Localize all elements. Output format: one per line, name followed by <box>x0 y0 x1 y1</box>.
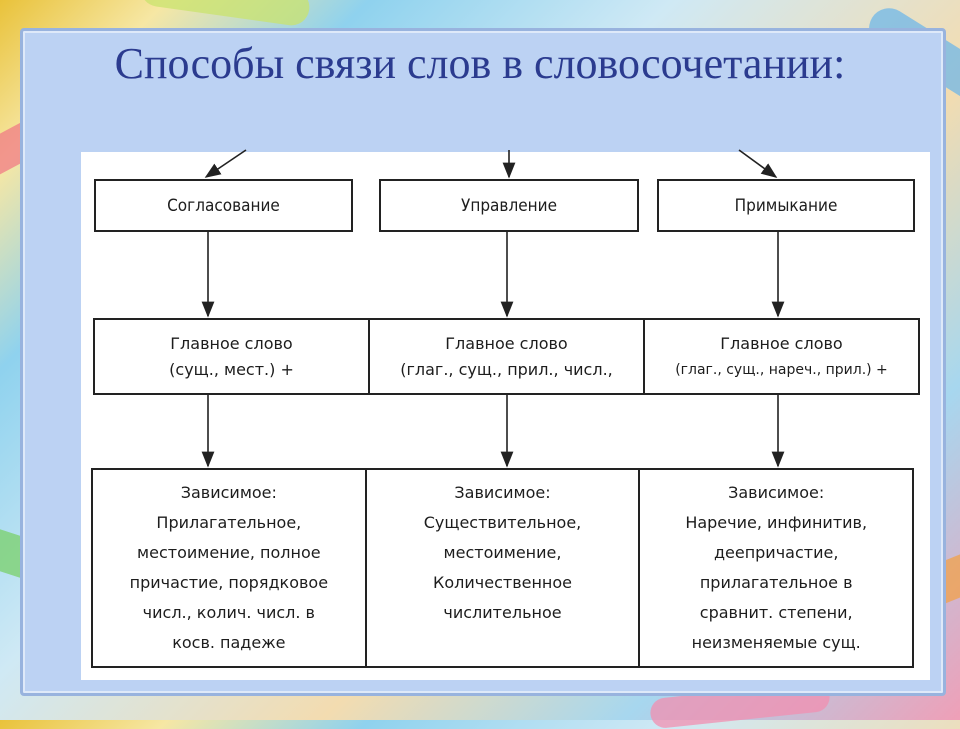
paint-stroke-decoration <box>138 0 312 28</box>
dependent-cell-agreement: Зависимое: Прилагательное, местоимение, … <box>93 470 365 666</box>
dependent-line: числительное <box>443 603 562 622</box>
main-word-line: Главное слово <box>720 333 843 353</box>
main-word-line: Главное слово <box>445 333 568 353</box>
dependent-line: Наречие, инфинитив, <box>685 513 868 532</box>
dependent-word-row: Зависимое: Прилагательное, местоимение, … <box>91 468 914 668</box>
dependent-line: числ., колич. числ. в <box>142 603 315 622</box>
arrow-to-type-3 <box>738 149 778 178</box>
main-word-row: Главное слово (сущ., мест.) + Главное сл… <box>93 318 920 395</box>
dependent-line: причастие, порядковое <box>129 573 329 592</box>
connector-arrows <box>201 149 785 468</box>
dependent-line: косв. падеже <box>172 633 286 652</box>
main-word-line: (глаг., сущ., нареч., прил.) + <box>675 361 888 378</box>
main-word-cell-adjunction: Главное слово (глаг., сущ., нареч., прил… <box>643 320 918 393</box>
type-label: Управление <box>461 195 557 216</box>
dependent-line: Зависимое: <box>454 483 551 502</box>
main-word-line: (сущ., мест.) + <box>169 359 294 379</box>
type-label: Примыкание <box>734 195 838 216</box>
dependent-line: местоимение, <box>443 543 562 562</box>
dependent-line: Прилагательное, <box>156 513 302 532</box>
dependent-cell-adjunction: Зависимое: Наречие, инфинитив, деепричас… <box>638 470 912 666</box>
main-word-line: (глаг., сущ., прил., числ., <box>400 359 613 379</box>
dependent-line: местоимение, полное <box>137 543 321 562</box>
dependent-line: Существительное, <box>423 513 582 532</box>
dependent-cell-government: Зависимое: Существительное, местоимение,… <box>364 470 639 666</box>
slide-title: Способы связи слов в словосочетании: <box>114 39 846 88</box>
main-word-line: Главное слово <box>170 333 293 353</box>
arrow-to-type-1 <box>204 149 247 178</box>
dependent-line: сравнит. степени, <box>699 603 853 622</box>
dependent-line: неизменяемые сущ. <box>691 633 861 652</box>
dependent-line: Количественное <box>433 573 573 592</box>
type-box-adjunction: Примыкание <box>657 179 915 232</box>
diagram-panel: Согласование Управление Примыкание Главн… <box>81 149 930 680</box>
type-box-agreement: Согласование <box>94 179 353 232</box>
dependent-line: деепричастие, <box>713 543 839 562</box>
type-label: Согласование <box>167 195 280 216</box>
main-word-cell-agreement: Главное слово (сущ., мест.) + <box>95 320 368 393</box>
type-box-government: Управление <box>379 179 639 232</box>
dependent-line: Зависимое: <box>728 483 825 502</box>
dependent-line: Зависимое: <box>180 483 277 502</box>
main-word-cell-government: Главное слово (глаг., сущ., прил., числ.… <box>368 320 643 393</box>
dependent-line: прилагательное в <box>699 573 853 592</box>
